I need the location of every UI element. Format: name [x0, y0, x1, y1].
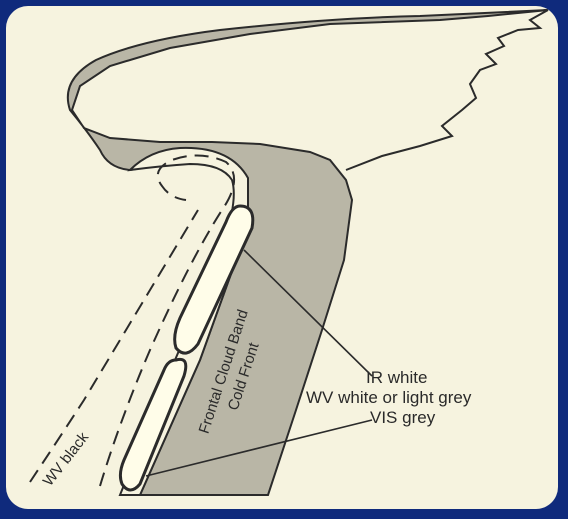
label-vis-grey: VIS grey [370, 408, 436, 427]
label-wv-black: WV black [40, 429, 93, 490]
label-ir-white: IR white [366, 368, 427, 387]
cold-front-diagram: WV black Frontal Cloud Band Cold Front I… [6, 6, 558, 509]
diagram-panel: WV black Frontal Cloud Band Cold Front I… [6, 6, 558, 509]
cloud-jagged-edge [346, 10, 548, 170]
label-wv-white: WV white or light grey [306, 388, 472, 407]
